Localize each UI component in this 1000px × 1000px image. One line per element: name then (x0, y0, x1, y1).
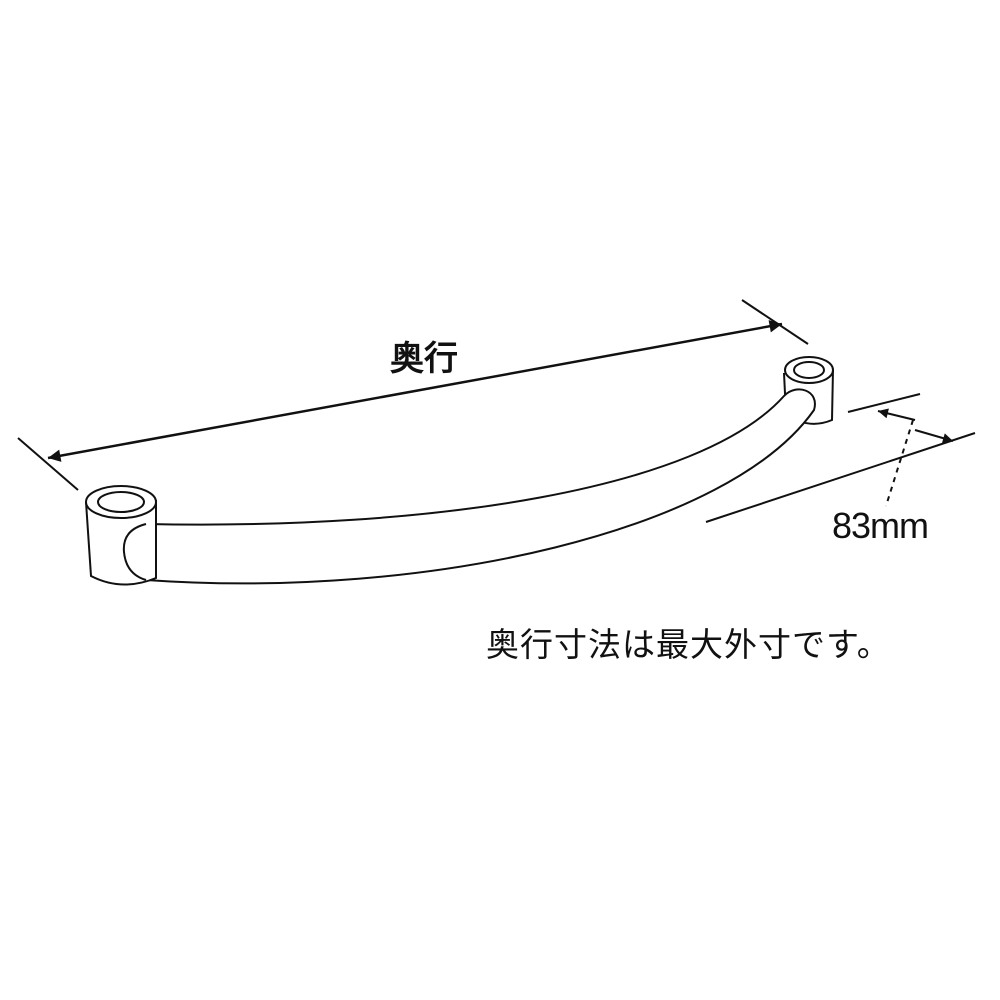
depth-extension-left (17, 437, 79, 491)
height-arrow-bottom (914, 429, 954, 444)
depth-label: 奥行 (390, 339, 458, 379)
depth-extension-right (741, 299, 809, 345)
right-mount-hole (793, 361, 825, 379)
rod-end-left (122, 523, 147, 581)
curved-rod (145, 388, 816, 585)
height-extension-top (847, 393, 921, 413)
height-dimension (705, 393, 976, 523)
note-text: 奥行寸法は最大外寸です。 (486, 625, 891, 664)
height-extension-bottom (705, 432, 976, 523)
left-mount-hole (97, 491, 145, 513)
height-arrow-top (877, 408, 916, 421)
height-label: 83mm (832, 505, 929, 546)
depth-dimension (17, 299, 809, 491)
towel-bar (85, 356, 834, 586)
height-leader-dashed (885, 419, 914, 507)
depth-dimension-line (47, 320, 783, 462)
left-mount-body (85, 500, 157, 586)
